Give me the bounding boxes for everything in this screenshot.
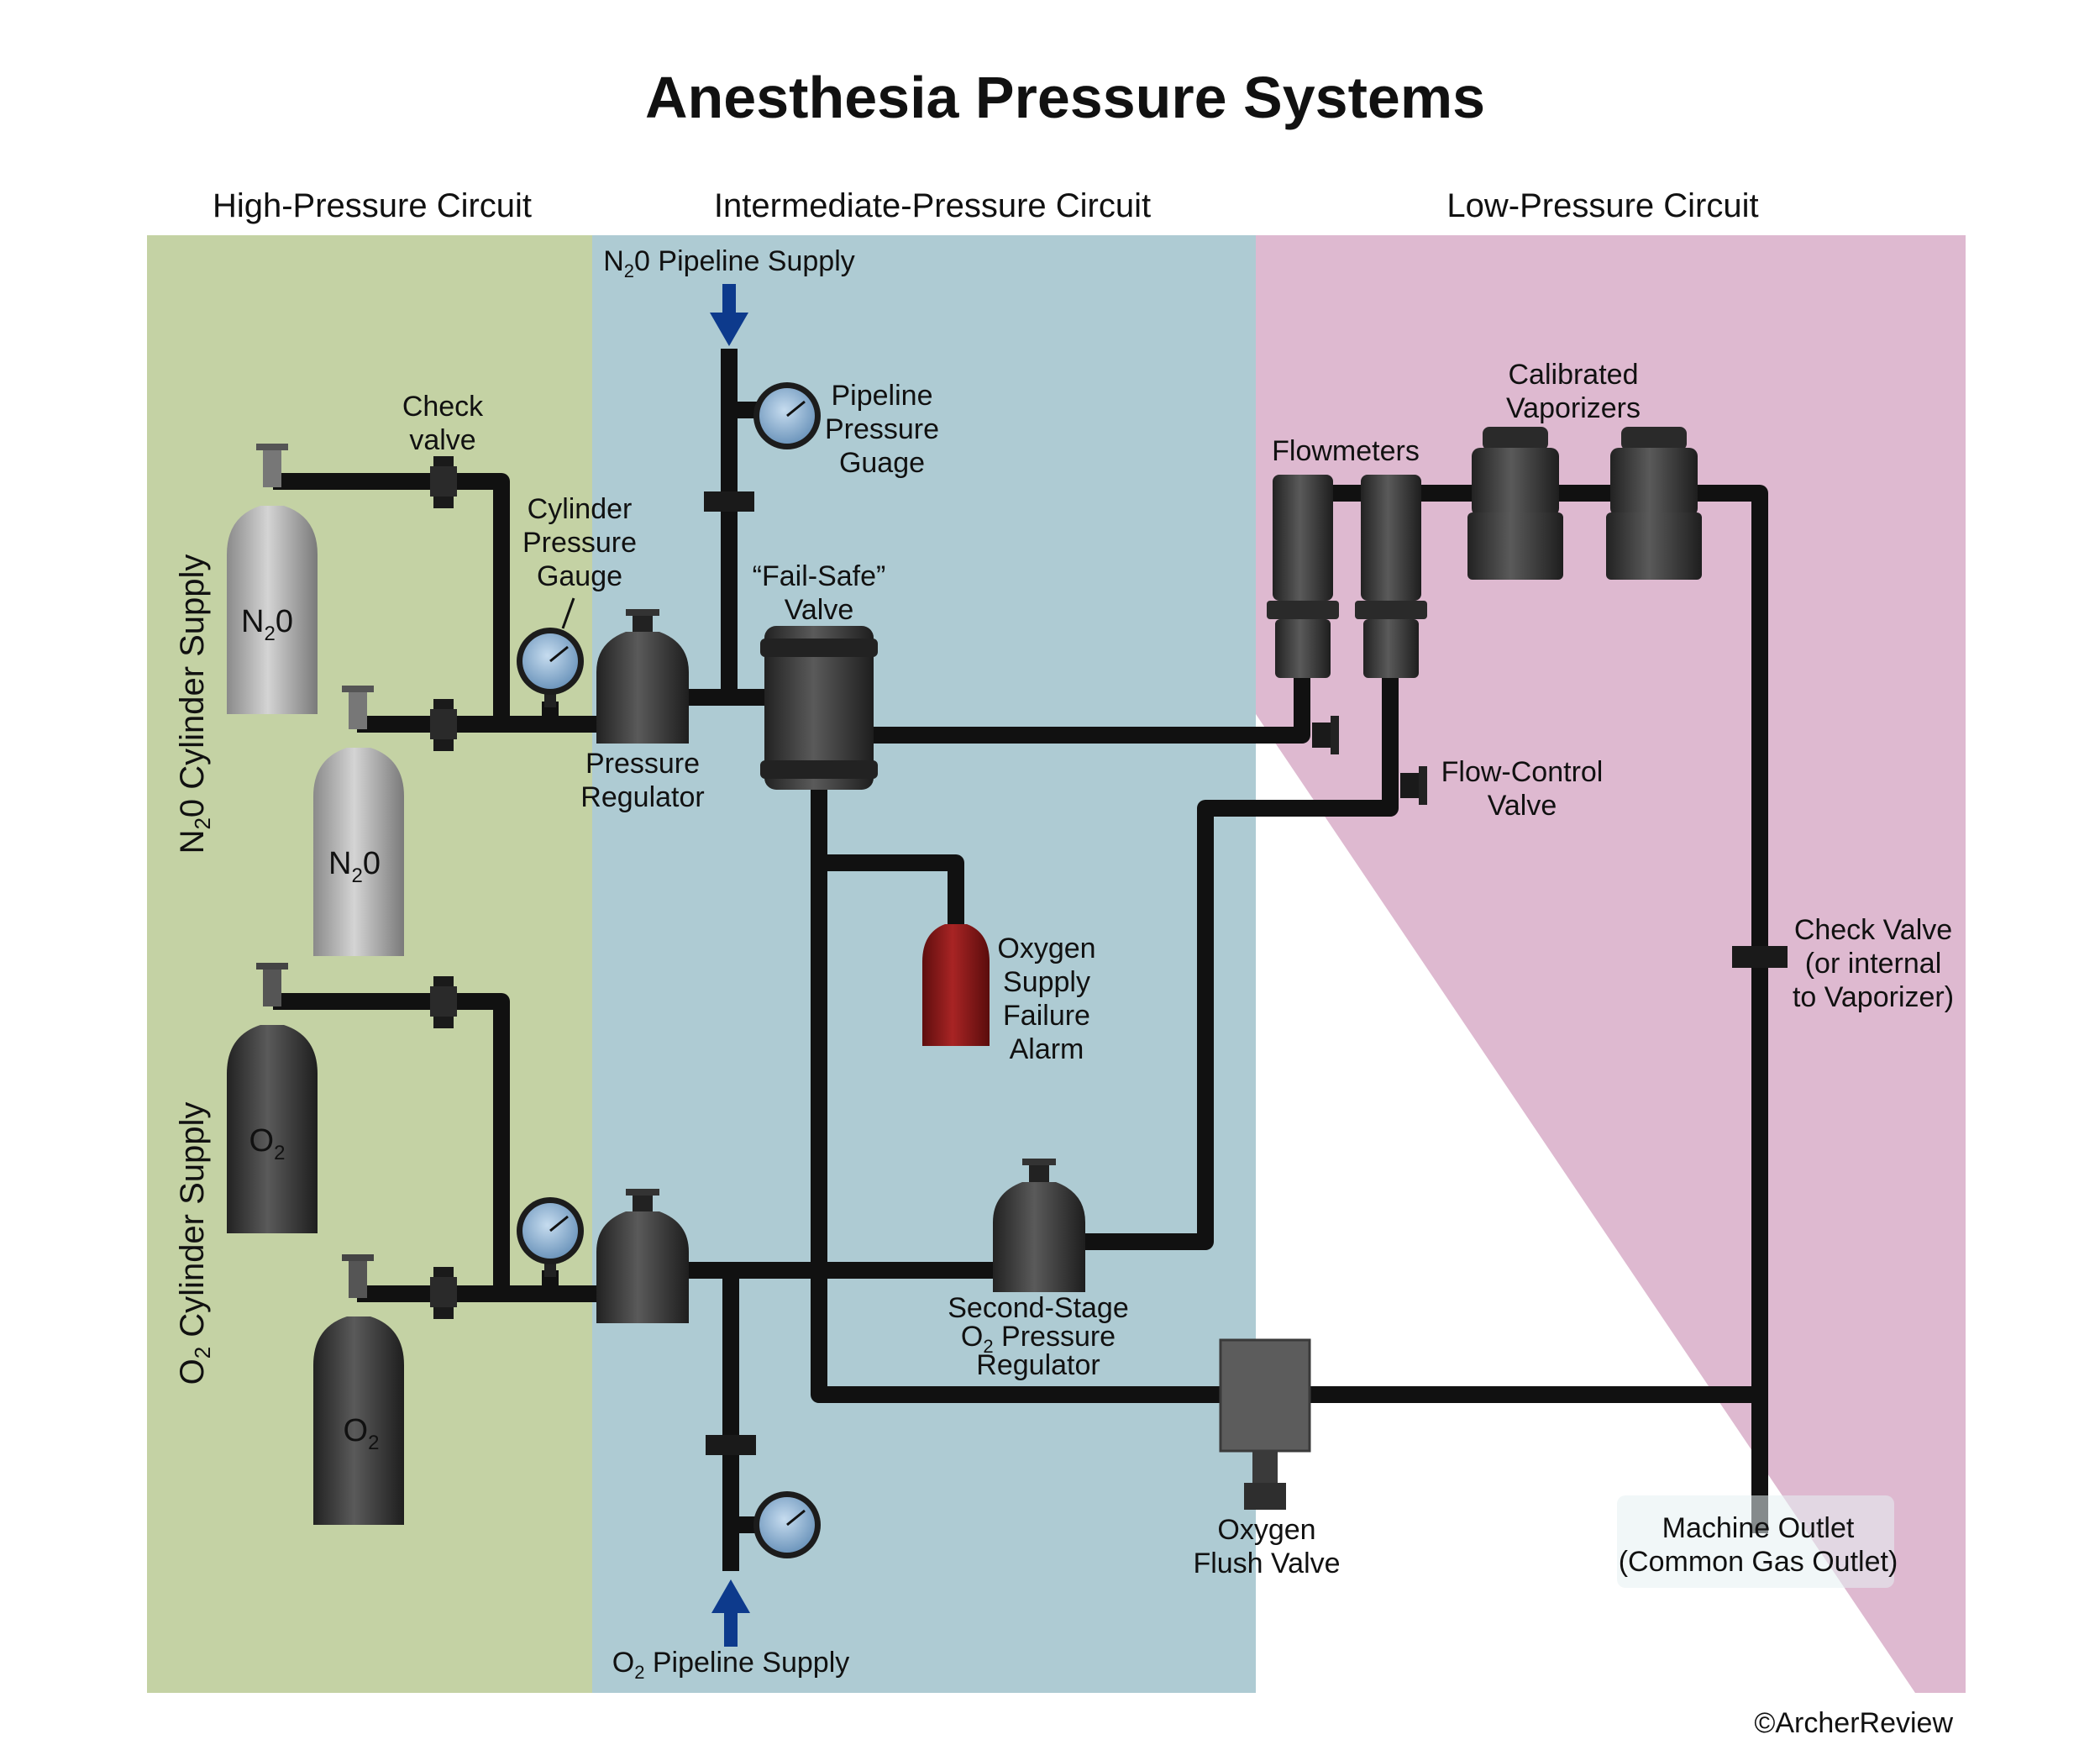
section-high-pressure: High-Pressure Circuit (213, 187, 532, 224)
check-valve-o2-bottom (430, 1267, 457, 1319)
o2-pipeline-supply-label: O2 Pipeline Supply (612, 1647, 850, 1683)
cylinder-gauge-callout (561, 597, 575, 629)
check-valve-n2o-pipeline (704, 491, 754, 512)
section-intermediate-pressure: Intermediate-Pressure Circuit (714, 187, 1151, 224)
check-valve-n2o-top (430, 456, 457, 508)
second-stage-o2-regulator (993, 1159, 1085, 1292)
page-title: Anesthesia Pressure Systems (645, 65, 1485, 130)
svg-text:N20: N20 (241, 604, 293, 645)
flowmeter-o2 (1355, 475, 1427, 678)
n2o-pipeline-arrow (710, 284, 748, 346)
o2-cylinder-top: O2 (227, 963, 318, 1233)
flow-control-knob-o2 (1400, 766, 1427, 805)
n2o-cylinder-bottom: N20 (313, 686, 404, 956)
pressure-regulator-o2 (596, 1189, 689, 1323)
check-valve-o2-pipeline (706, 1435, 756, 1455)
calibrated-vaporizer-2 (1606, 427, 1702, 580)
machine-outlet-highlight (1617, 1495, 1894, 1588)
oxygen-flush-valve (1219, 1338, 1311, 1510)
svg-text:O2: O2 (249, 1123, 286, 1164)
svg-text:N20: N20 (328, 846, 381, 887)
svg-text:O2: O2 (344, 1413, 380, 1454)
pipeline-pressure-gauge-o2 (753, 1491, 821, 1558)
fail-safe-valve (760, 626, 878, 790)
check-valve-o2-top (430, 976, 457, 1028)
flowmeters-label: Flowmeters (1272, 435, 1420, 467)
n2o-pipeline-supply-label: N20 Pipeline Supply (603, 245, 855, 281)
oxygen-supply-failure-alarm (922, 924, 990, 1046)
o2-cylinder-bottom: O2 (313, 1254, 404, 1525)
flowmeter-n2o (1267, 475, 1339, 678)
check-valve-n2o-bottom (430, 699, 457, 751)
fail-safe-valve-label: “Fail-Safe”Valve (753, 560, 886, 626)
n2o-cylinder-supply-label: N20 Cylinder Supply (174, 554, 215, 854)
low-pressure-zone (1256, 235, 1966, 1693)
flow-control-knob-n2o (1312, 716, 1339, 754)
pipeline-pressure-gauge-n2o (753, 382, 821, 449)
o2-pipeline-arrow (711, 1579, 750, 1647)
cylinder-pressure-gauge-n2o (517, 628, 584, 707)
check-valve-vaporizer (1732, 946, 1788, 968)
pressure-regulator-n2o (596, 609, 689, 744)
pipe-network (273, 349, 1768, 1571)
n2o-cylinder-top: N20 (227, 444, 318, 714)
cylinder-pressure-gauge-o2 (517, 1197, 584, 1277)
copyright-text: ©ArcherReview (1754, 1707, 1953, 1739)
calibrated-vaporizer-1 (1467, 427, 1563, 580)
o2-cylinder-supply-label: O2 Cylinder Supply (174, 1102, 215, 1385)
section-low-pressure: Low-Pressure Circuit (1446, 187, 1758, 224)
machine-outlet-label: Machine Outlet(Common Gas Outlet) (1619, 1512, 1898, 1578)
